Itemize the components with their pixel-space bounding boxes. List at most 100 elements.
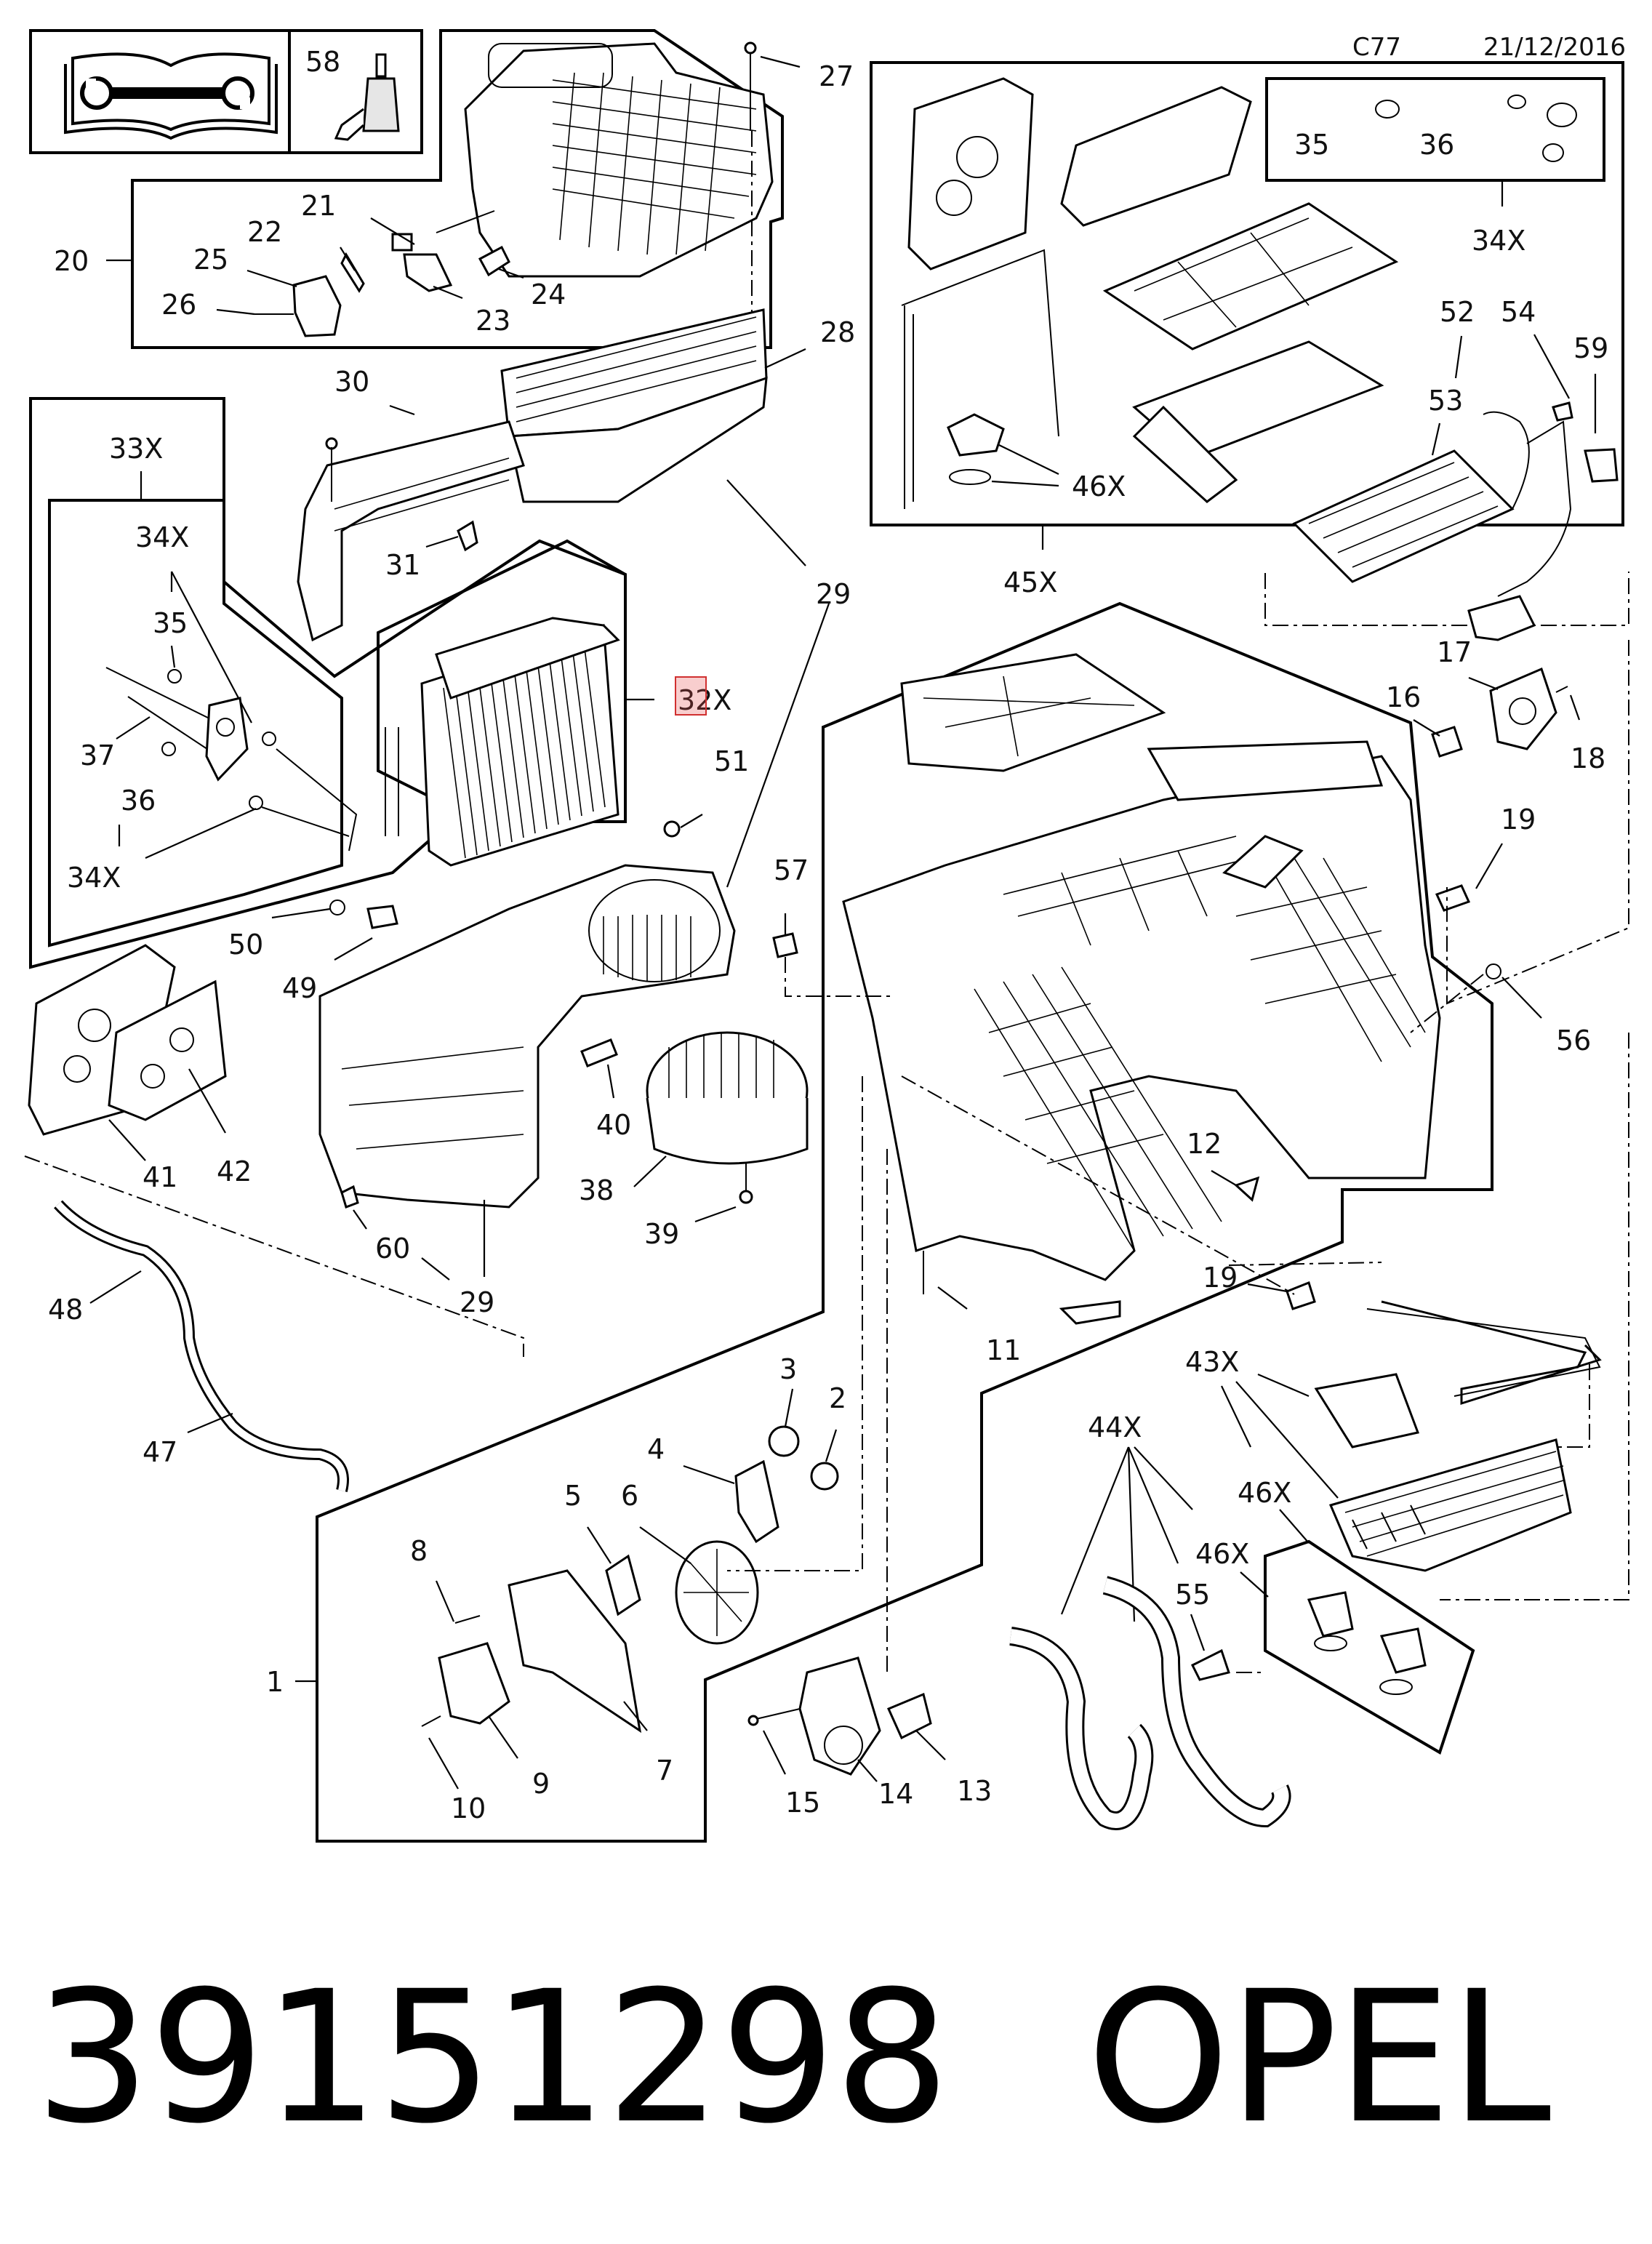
callout-32x: 32X <box>678 684 731 716</box>
callout-31: 31 <box>385 549 420 581</box>
callout-22: 22 <box>247 216 282 248</box>
callout-10: 10 <box>451 1792 486 1824</box>
callout-47: 47 <box>143 1436 177 1468</box>
callout-11: 11 <box>986 1334 1021 1366</box>
evaporator-sensor-assembly <box>1292 401 1619 597</box>
heater-core-seals-43x <box>1314 1300 1602 1448</box>
callout-13: 13 <box>957 1775 992 1807</box>
callout-55: 55 <box>1175 1579 1210 1611</box>
callout-42: 42 <box>217 1155 252 1187</box>
callout-35-left: 35 <box>153 607 188 639</box>
callout-34x-lower: 34X <box>67 862 121 894</box>
callout-14: 14 <box>878 1778 913 1810</box>
callout-8: 8 <box>410 1535 428 1567</box>
main-housing-frame <box>316 601 1493 1843</box>
group-45x-frame <box>870 61 1624 526</box>
callout-19-upper: 19 <box>1501 804 1536 836</box>
screw-51 <box>663 820 681 838</box>
callout-58: 58 <box>305 46 340 78</box>
highlighted-callout-marker <box>675 676 707 716</box>
sensor-bracket-parts <box>105 667 358 851</box>
callout-46x-seals: 46X <box>1072 470 1126 502</box>
heater-core-32x <box>385 617 620 867</box>
callout-30: 30 <box>334 366 369 398</box>
callout-24: 24 <box>531 279 566 310</box>
part-number: 39151298 <box>35 1952 950 2163</box>
heater-case-upper-assembly <box>464 42 774 278</box>
callout-46x-lower: 46X <box>1195 1538 1249 1570</box>
callout-60: 60 <box>375 1233 410 1265</box>
brand-name: OPEL <box>1086 1952 1551 2163</box>
callout-33x: 33X <box>109 433 163 465</box>
callout-57: 57 <box>774 854 809 886</box>
callout-27: 27 <box>819 60 854 92</box>
grommet-50 <box>329 899 345 915</box>
callout-19-lower: 19 <box>1203 1262 1238 1294</box>
fittings-46x <box>1307 1591 1427 1695</box>
grommet-56 <box>1485 963 1501 979</box>
callout-44x: 44X <box>1088 1411 1142 1443</box>
service-manual-icon <box>64 52 278 140</box>
callout-16: 16 <box>1386 681 1421 713</box>
callout-23: 23 <box>476 305 510 337</box>
callout-15: 15 <box>785 1787 820 1819</box>
callout-4: 4 <box>647 1433 665 1465</box>
heater-core-assembly <box>1328 1438 1572 1572</box>
callout-53: 53 <box>1428 385 1463 417</box>
screw-27 <box>744 41 757 131</box>
callout-6: 6 <box>621 1480 638 1512</box>
diagram-date: 21/12/2016 <box>1483 33 1626 62</box>
actuator-13-14-15 <box>747 1656 932 1776</box>
callout-1: 1 <box>266 1666 284 1698</box>
seal-gaskets-45x <box>901 77 1399 509</box>
callout-40: 40 <box>596 1109 631 1141</box>
callout-46x-upper: 46X <box>1238 1477 1291 1509</box>
callout-49: 49 <box>282 972 317 1004</box>
resistor-40 <box>580 1038 618 1067</box>
sensor-16 <box>1431 726 1463 758</box>
callout-21: 21 <box>301 190 336 222</box>
screw-60 <box>340 1185 359 1209</box>
group-20-frame: 20 <box>54 29 784 349</box>
callout-48: 48 <box>48 1294 83 1326</box>
clip-12 <box>1234 1176 1260 1202</box>
callout-5: 5 <box>564 1480 582 1512</box>
callout-51: 51 <box>714 745 749 777</box>
diagram-code: C77 <box>1352 33 1401 62</box>
callout-36-seals: 36 <box>1419 129 1454 161</box>
callout-54: 54 <box>1501 296 1536 328</box>
callout-56: 56 <box>1556 1025 1591 1057</box>
drain-hose-47-48 <box>54 1200 349 1492</box>
clips-55 <box>1190 1648 1230 1681</box>
seals-41-42 <box>28 944 227 1136</box>
legend-box: 58 <box>29 29 423 154</box>
callout-29-lower: 29 <box>460 1286 494 1318</box>
actuator-linkage-parts <box>254 210 510 337</box>
sensor-19-lower <box>1286 1281 1316 1310</box>
callout-25: 25 <box>193 244 228 276</box>
clip-57 <box>772 932 798 958</box>
screw-39 <box>739 1163 753 1204</box>
callout-43x: 43X <box>1185 1346 1239 1378</box>
callout-7: 7 <box>656 1755 673 1787</box>
callout-29: 29 <box>816 578 851 610</box>
callout-17: 17 <box>1437 636 1472 668</box>
hvac-housing-main <box>842 653 1441 1325</box>
cabin-air-filter-28 <box>500 308 768 503</box>
callout-28: 28 <box>820 316 855 348</box>
callout-36-left: 36 <box>121 785 156 817</box>
filter-housing-bracket-30 <box>297 420 525 642</box>
callout-35-seals: 35 <box>1294 129 1329 161</box>
callout-2: 2 <box>829 1382 846 1414</box>
callout-3: 3 <box>779 1353 797 1385</box>
callout-45x: 45X <box>1003 566 1057 598</box>
o-rings-35-36 <box>1375 95 1577 162</box>
group-46x-frame <box>1264 1539 1475 1755</box>
callout-34x-seals: 34X <box>1472 225 1525 257</box>
callout-34x-upper: 34X <box>135 521 189 553</box>
callout-12: 12 <box>1187 1128 1222 1160</box>
clip-31 <box>457 520 478 552</box>
callout-59: 59 <box>1573 332 1608 364</box>
